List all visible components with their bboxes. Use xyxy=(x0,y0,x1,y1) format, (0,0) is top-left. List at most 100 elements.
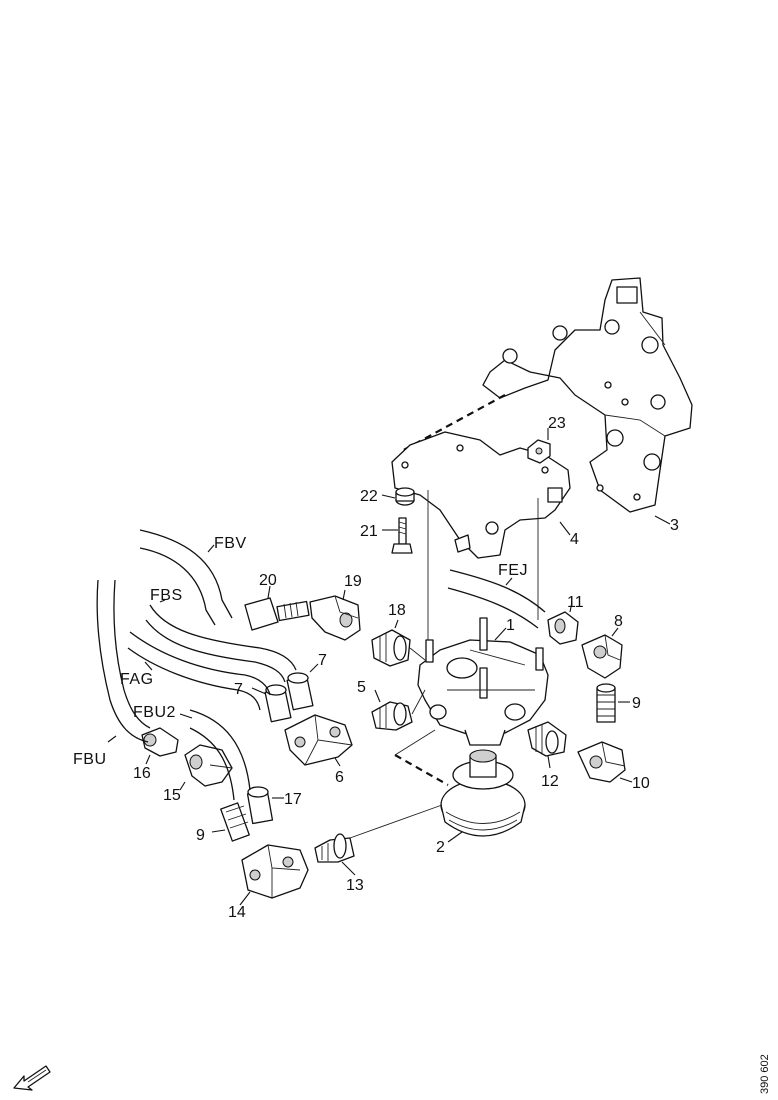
alignment-dash-lower xyxy=(394,754,449,786)
alignment-line-lower xyxy=(394,729,436,756)
leader-13 xyxy=(341,861,356,876)
leader-fag xyxy=(144,661,153,671)
fitting-7-left xyxy=(264,684,292,723)
fitting-9-lower xyxy=(220,802,250,842)
label-part-21: 21 xyxy=(360,523,378,540)
leader-14 xyxy=(239,891,251,906)
nut-23 xyxy=(527,439,551,464)
code-fbv: FBV xyxy=(214,535,247,552)
leader-7-left xyxy=(251,687,267,695)
leader-19 xyxy=(342,589,346,601)
fitting-7-right xyxy=(286,672,314,711)
spacer-22 xyxy=(395,487,415,506)
leader-20 xyxy=(267,585,271,599)
label-part-9-upper: 9 xyxy=(632,695,641,712)
label-part-19: 19 xyxy=(344,573,362,590)
hose-fbv-outer xyxy=(139,529,233,619)
elbow-fitting-10 xyxy=(577,741,626,783)
label-part-9-lower: 9 xyxy=(196,827,205,844)
manifold-block-14 xyxy=(241,844,309,899)
label-part-8: 8 xyxy=(614,613,623,630)
label-part-20: 20 xyxy=(259,572,277,589)
label-part-7-right: 7 xyxy=(318,652,327,669)
leader-fbs xyxy=(159,599,166,603)
label-part-1: 1 xyxy=(506,617,515,634)
leader-1 xyxy=(494,627,507,641)
fitting-13 xyxy=(314,833,355,863)
hose-fag-outer xyxy=(129,631,271,696)
label-part-14: 14 xyxy=(228,904,246,921)
leader-fbv xyxy=(207,544,215,553)
hose-fej-outer xyxy=(449,569,546,613)
bolt-21 xyxy=(391,517,413,554)
leader-5 xyxy=(374,689,381,703)
hose-fej-inner xyxy=(447,587,539,629)
leader-fbu2 xyxy=(179,713,193,719)
leader-6 xyxy=(334,757,341,767)
leader-2 xyxy=(447,831,463,843)
leader-22 xyxy=(381,494,396,499)
fitting-16 xyxy=(141,727,179,757)
mounting-bracket xyxy=(482,277,693,513)
leader-11 xyxy=(569,601,573,613)
label-part-10: 10 xyxy=(632,775,650,792)
fitting-11 xyxy=(547,611,579,645)
label-part-12: 12 xyxy=(541,773,559,790)
code-fbs: FBS xyxy=(150,587,183,604)
hose-fbu2-outer xyxy=(189,709,251,791)
leader-10 xyxy=(619,777,633,783)
reference-code: 390 602 xyxy=(759,1054,771,1094)
hose-fbs-outer xyxy=(149,604,297,671)
hose-fag-inner xyxy=(127,647,261,711)
label-part-2: 2 xyxy=(436,839,445,856)
label-part-6: 6 xyxy=(335,769,344,786)
front-arrow-icon xyxy=(13,1065,51,1091)
leader-7-right xyxy=(309,663,319,673)
fitting-5 xyxy=(371,701,413,731)
alignment-line-18 xyxy=(409,647,426,661)
connector-20 xyxy=(244,597,310,631)
hose-fbu2-inner xyxy=(189,727,235,801)
code-fbu2: FBU2 xyxy=(133,704,176,721)
tee-fitting-15 xyxy=(184,744,233,787)
fitting-18 xyxy=(371,629,411,667)
elbow-fitting-19 xyxy=(309,595,361,641)
label-part-4: 4 xyxy=(570,531,579,548)
leader-16 xyxy=(145,754,151,765)
manifold-block-6 xyxy=(284,714,353,766)
label-part-16: 16 xyxy=(133,765,151,782)
leader-8 xyxy=(611,627,619,637)
hose-fbs-inner xyxy=(145,619,286,683)
leader-3 xyxy=(654,515,671,525)
label-part-11: 11 xyxy=(567,594,584,611)
code-fbu: FBU xyxy=(73,751,107,768)
hose-fbu-outer xyxy=(96,579,149,743)
code-fej: FEJ xyxy=(498,562,528,579)
label-part-22: 22 xyxy=(360,488,378,505)
leader-9-lower xyxy=(211,829,226,833)
fitting-17 xyxy=(246,786,274,825)
alignment-line-13 xyxy=(349,804,443,839)
mounting-plate xyxy=(391,431,571,559)
leader-15 xyxy=(179,781,186,791)
label-part-18: 18 xyxy=(388,602,406,619)
elbow-fitting-8 xyxy=(581,634,623,679)
fitting-9-upper xyxy=(596,683,616,723)
label-part-3: 3 xyxy=(670,517,679,534)
silencer-cap xyxy=(440,749,526,837)
alignment-line-5 xyxy=(411,689,426,715)
code-fag: FAG xyxy=(120,671,154,688)
leader-fej xyxy=(505,577,513,586)
leader-fbu xyxy=(107,735,117,743)
hose-fbv-inner xyxy=(139,547,216,626)
label-part-13: 13 xyxy=(346,877,364,894)
label-part-17: 17 xyxy=(284,791,302,808)
leader-18 xyxy=(394,619,399,629)
label-part-5: 5 xyxy=(357,679,366,696)
fitting-12 xyxy=(527,721,567,757)
leader-4 xyxy=(559,521,571,536)
hose-fbu-inner xyxy=(113,579,151,729)
leader-12 xyxy=(547,755,551,769)
label-part-23: 23 xyxy=(548,415,566,432)
